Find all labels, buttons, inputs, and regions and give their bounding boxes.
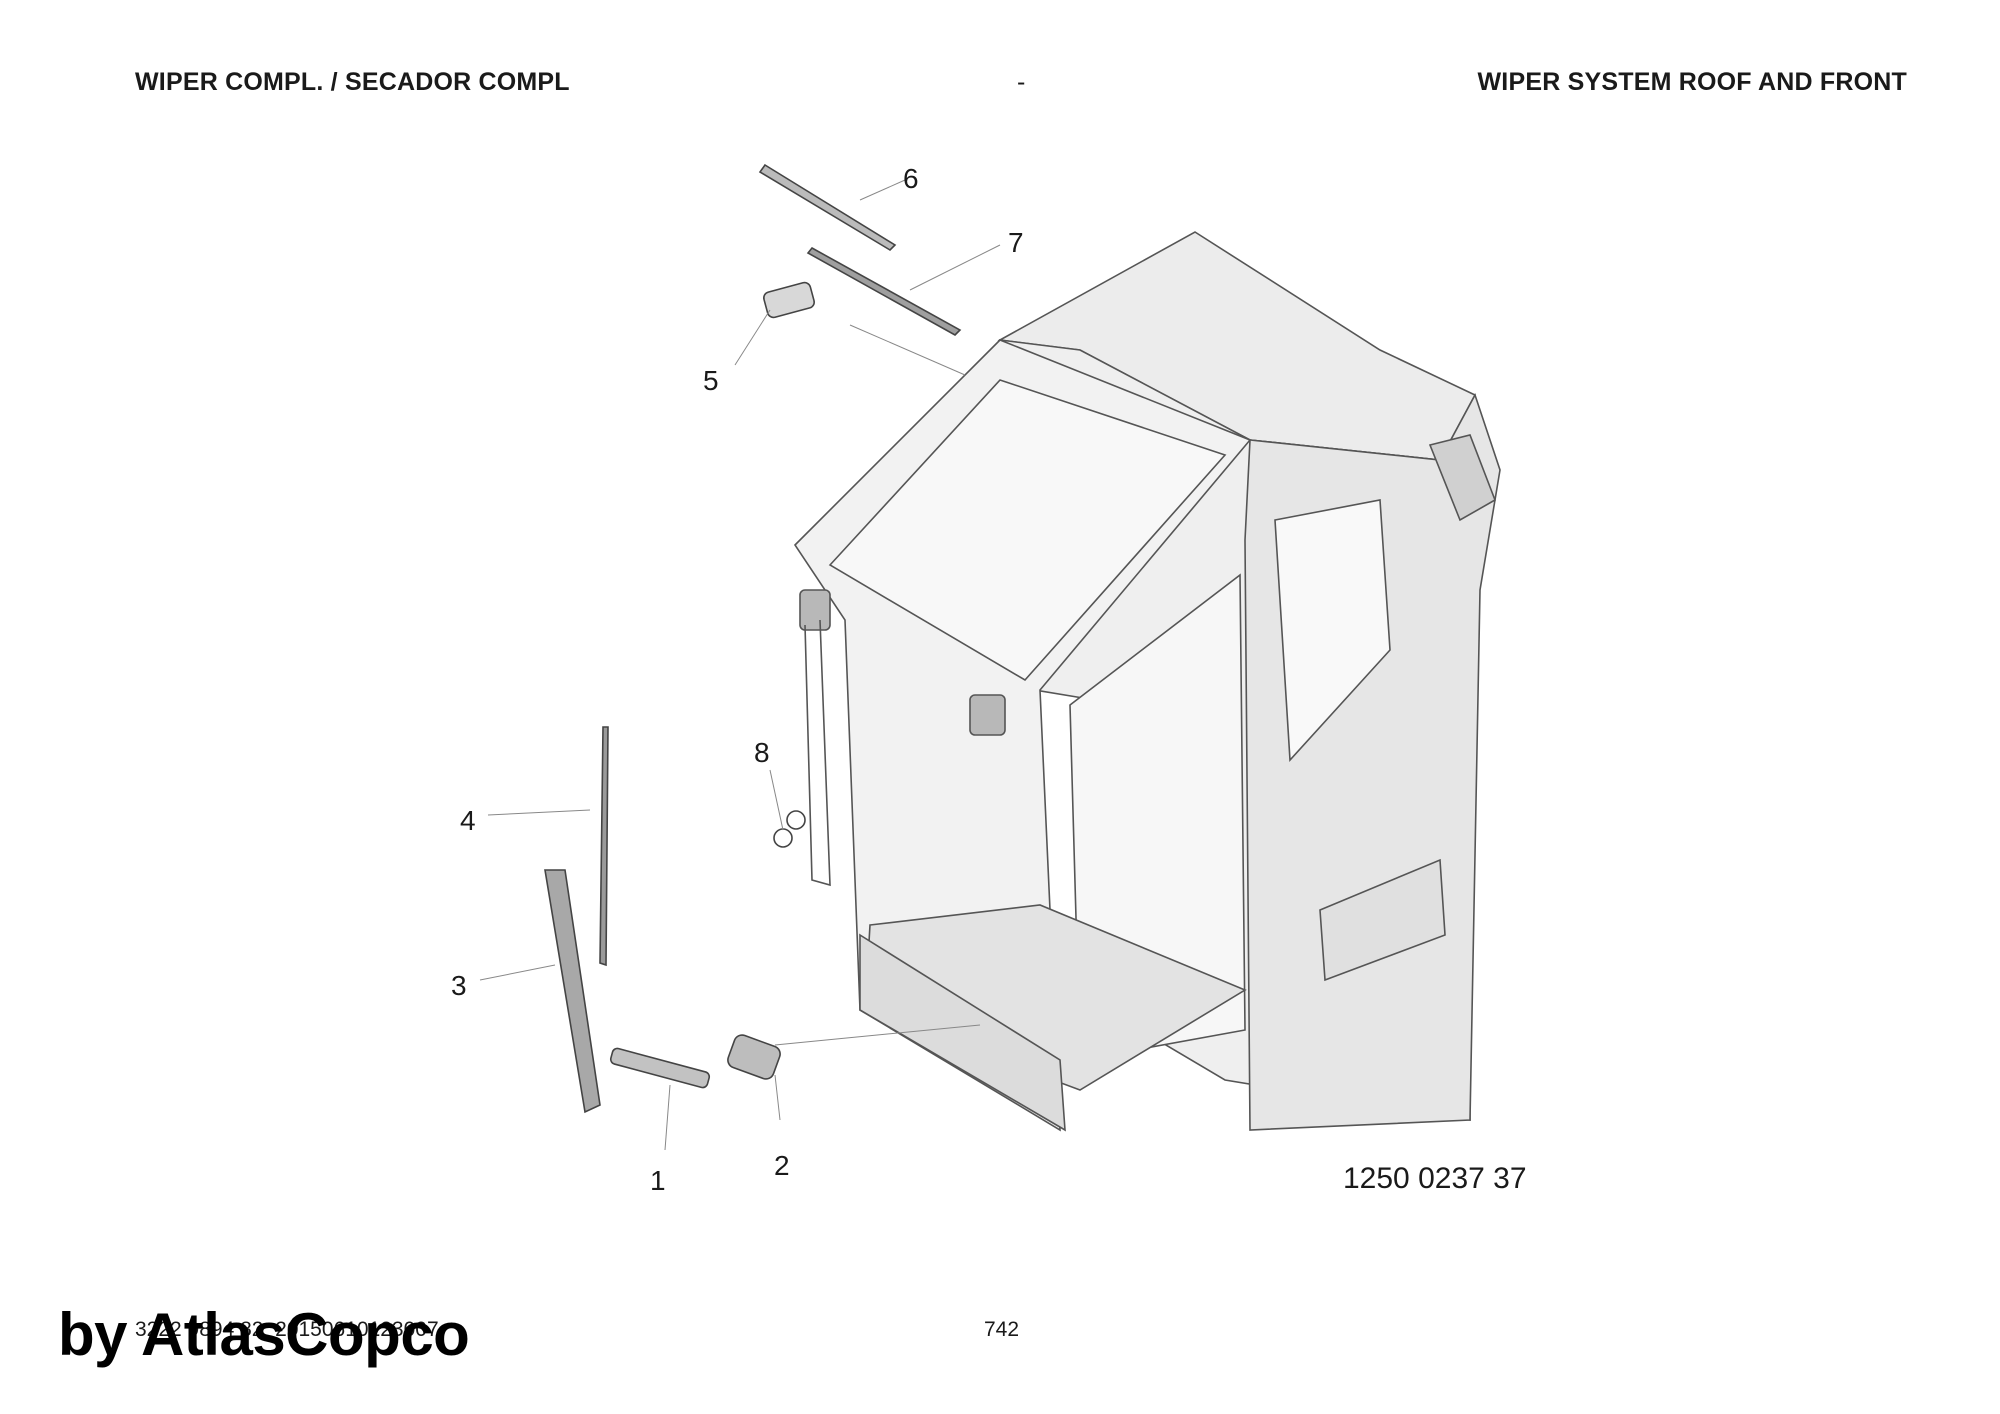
callout-8: 8 — [754, 737, 770, 768]
callout-7: 7 — [1008, 227, 1024, 258]
callout-3: 3 — [451, 970, 467, 1001]
header-center-dash: - — [1017, 68, 1026, 96]
callout-numbers: 1 2 3 4 5 6 7 8 — [451, 163, 1024, 1196]
drawing-number: 1250 0237 37 — [1343, 1162, 1527, 1195]
callout-6: 6 — [903, 163, 919, 194]
page-number: 742 — [984, 1318, 1020, 1341]
brand-watermark: by AtlasCopco — [58, 1301, 470, 1368]
header-right-title: WIPER SYSTEM ROOF AND FRONT — [1477, 68, 1907, 96]
document-id: 3222 9894 82_20150610123007 — [135, 1318, 439, 1341]
header-left-title: WIPER COMPL. / SECADOR COMPL — [135, 68, 570, 96]
callout-1: 1 — [650, 1165, 666, 1196]
leader-lines — [479, 179, 1001, 1151]
callout-5: 5 — [703, 365, 719, 396]
callout-2: 2 — [774, 1150, 790, 1181]
cab-body — [793, 231, 1501, 1132]
wiper-parts — [544, 163, 962, 1114]
callout-4: 4 — [460, 805, 476, 836]
